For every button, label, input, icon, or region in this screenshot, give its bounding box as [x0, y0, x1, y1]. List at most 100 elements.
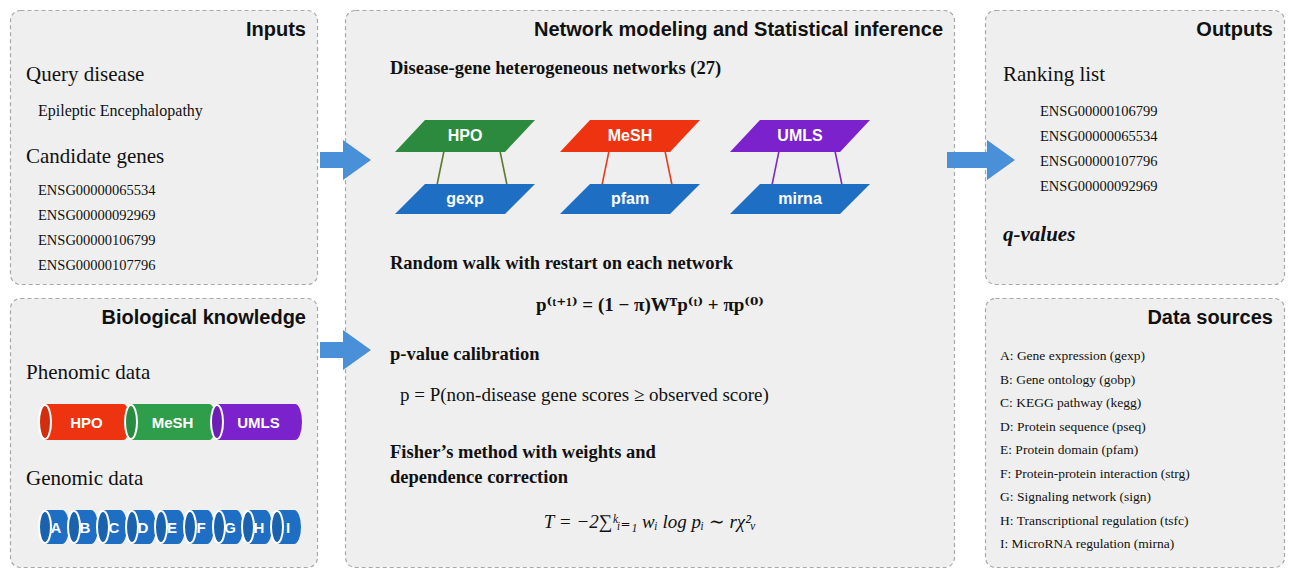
section-heading: Candidate genes [26, 144, 164, 169]
panel-background [11, 11, 318, 285]
cylinder-cap [126, 511, 138, 543]
gene-id: ENSG00000092969 [38, 207, 156, 224]
output-heading: q-values [1003, 222, 1075, 247]
cylinder-cap [39, 405, 51, 439]
data-cylinder: E [154, 510, 185, 544]
network-layer: mirna [730, 184, 870, 214]
source-item: A: Gene expression (gexp) [1000, 348, 1145, 364]
network-layer: HPO [395, 120, 535, 152]
source-item: H: Transcriptional regulation (tsfc) [1000, 513, 1189, 529]
cylinder-shape [270, 510, 301, 544]
gene-id: ENSG00000107796 [1040, 153, 1158, 170]
source-item: D: Protein sequence (pseq) [1000, 419, 1146, 435]
source-item: C: KEGG pathway (kegg) [1000, 395, 1141, 411]
cylinder-label: B [80, 519, 91, 536]
cylinder-cap [155, 511, 167, 543]
section-heading: Fisher’s method with weights and depende… [390, 440, 730, 490]
network-layer: UMLS [730, 120, 870, 152]
cylinder-cap [97, 511, 109, 543]
flow-arrow [947, 140, 1015, 180]
network-link [835, 151, 842, 185]
cylinder-cap [213, 511, 225, 543]
cylinder-label: D [138, 519, 149, 536]
formula: p⁽ᵗ⁺¹⁾ = (1 − π)Wᵀp⁽ᵗ⁾ + πp⁽⁰⁾ [536, 293, 764, 316]
panel-background [11, 299, 318, 568]
parallelogram [560, 184, 700, 214]
data-cylinder: H [241, 510, 272, 544]
source-item: G: Signaling network (sign) [1000, 489, 1151, 505]
layer-label: HPO [448, 127, 483, 145]
panel-box: OutputsRanking listENSG00000106799ENSG00… [985, 10, 1285, 285]
gene-id: ENSG00000092969 [1040, 178, 1158, 195]
cylinder-label: G [224, 519, 236, 536]
flow-arrow [320, 330, 371, 370]
cylinder-label: I [286, 519, 290, 536]
parallelogram [395, 120, 535, 152]
query-disease: Epileptic Encephalopathy [38, 102, 203, 120]
source-item: E: Protein domain (pfam) [1000, 442, 1138, 458]
layer-label: pfam [611, 190, 649, 208]
cylinder-body [45, 404, 123, 440]
flow-arrow [320, 140, 371, 180]
panel-box: Biological knowledgePhenomic dataGenomic… [10, 298, 318, 568]
panel-background [346, 11, 955, 568]
gene-id: ENSG00000065534 [1040, 128, 1158, 145]
source-item: F: Protein-protein interaction (strg) [1000, 466, 1190, 482]
layer-label: gexp [446, 190, 483, 208]
panel-title: Biological knowledge [102, 306, 306, 329]
cylinder-cap [125, 405, 137, 439]
data-cylinder: F [183, 510, 214, 544]
data-cylinder: HPO [38, 404, 130, 440]
cylinder-body [217, 404, 295, 440]
network-layer: gexp [395, 184, 535, 214]
section-heading: Phenomic data [26, 360, 150, 385]
data-cylinder: B [67, 510, 98, 544]
data-cylinder: G [212, 510, 243, 544]
formula: T = −2∑ᵏᵢ₌₁ wᵢ log pᵢ ∼ rχ²ᵥ [544, 510, 756, 533]
section-heading: Ranking list [1003, 62, 1105, 87]
section-heading: Random walk with restart on each network [390, 253, 733, 274]
layer-label: mirna [778, 190, 822, 208]
panel-title: Data sources [1147, 306, 1273, 329]
network-link [437, 151, 444, 185]
cylinder-label: E [167, 519, 177, 536]
parallelogram [395, 184, 535, 214]
cylinder-cap [242, 511, 254, 543]
cylinder-label: C [109, 519, 120, 536]
section-heading: Query disease [26, 62, 144, 87]
network-link [772, 151, 779, 185]
source-item: I: MicroRNA regulation (mirna) [1000, 536, 1174, 552]
cylinder-label: F [196, 519, 205, 536]
panel-background [986, 11, 1285, 285]
panel-title: Inputs [246, 18, 306, 41]
layer-label: MeSH [608, 127, 652, 145]
formula: p = P(non-disease gene scores ≥ observed… [400, 384, 769, 406]
network-link [500, 151, 507, 185]
cylinder-cap [184, 511, 196, 543]
data-cylinder: MeSH [124, 404, 216, 440]
gene-id: ENSG00000106799 [1040, 103, 1158, 120]
network-link [665, 151, 672, 185]
cylinder-label: H [254, 519, 265, 536]
data-cylinder: C [96, 510, 127, 544]
parallelogram [560, 120, 700, 152]
network-layer: MeSH [560, 120, 700, 152]
cylinder-cap [271, 511, 283, 543]
cylinder-cap [211, 405, 223, 439]
cylinder-cap [68, 511, 80, 543]
data-cylinder: I [270, 510, 301, 544]
data-cylinder: D [125, 510, 156, 544]
cylinder-body [131, 404, 209, 440]
panel-box: InputsQuery diseaseEpileptic Encephalopa… [10, 10, 318, 285]
cylinder-cap [39, 511, 51, 543]
gene-id: ENSG00000065534 [38, 182, 156, 199]
panel-box: Data sourcesA: Gene expression (gexp)B: … [985, 298, 1285, 568]
data-cylinder: A [38, 510, 69, 544]
data-cylinder: UMLS [210, 404, 302, 440]
cylinder-label: MeSH [152, 414, 194, 431]
layer-label: UMLS [777, 127, 822, 145]
gene-id: ENSG00000106799 [38, 232, 156, 249]
network-layer: pfam [560, 184, 700, 214]
